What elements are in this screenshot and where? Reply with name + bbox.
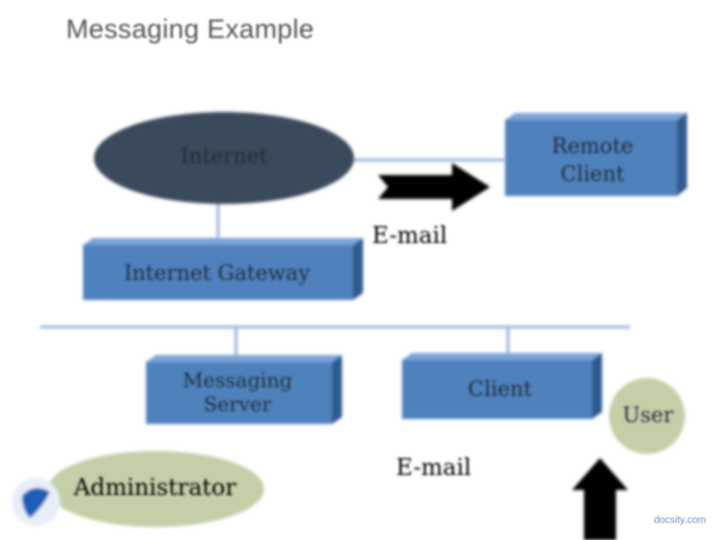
- remote-client-box: [505, 113, 687, 196]
- internet-label: Internet: [180, 144, 268, 168]
- right-arrow-icon: [378, 163, 490, 211]
- slide-title: Messaging Example: [66, 14, 315, 44]
- docsity-logo-icon: [12, 478, 60, 526]
- email-label-bottom: E-mail: [396, 455, 472, 481]
- up-arrow-icon: [572, 458, 628, 540]
- watermark: docsity.com: [653, 515, 706, 526]
- client-label: Client: [468, 377, 532, 401]
- user-ellipse: [609, 378, 685, 454]
- administrator-label: Administrator: [73, 475, 237, 501]
- email-label-top: E-mail: [372, 223, 448, 249]
- messaging-server-box: [146, 355, 342, 424]
- internet-gateway-box: [83, 238, 363, 300]
- internet-gateway-label: Internet Gateway: [123, 261, 311, 285]
- messaging-server-label: Messaging Server: [182, 368, 293, 416]
- remote-client-label: Remote Client: [551, 134, 634, 187]
- user-label: User: [622, 403, 674, 427]
- client-box: [402, 353, 602, 419]
- internet-ellipse: [94, 112, 354, 204]
- administrator-ellipse: [48, 451, 264, 527]
